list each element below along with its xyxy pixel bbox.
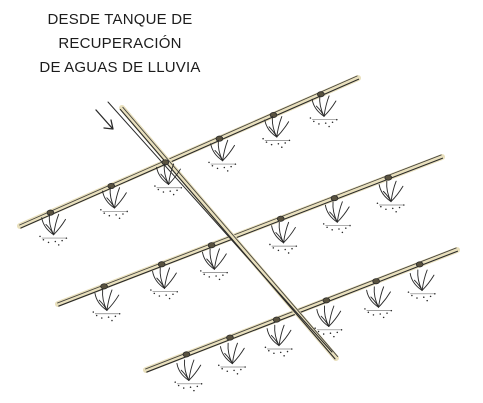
plant-sprout-icon bbox=[309, 95, 338, 128]
plant-sprout-icon bbox=[407, 269, 436, 302]
plant-sprout-icon bbox=[269, 221, 298, 254]
title-line-3: DE AGUAS DE LLUVIA bbox=[39, 59, 201, 76]
drip-emitter-icon bbox=[107, 183, 116, 190]
drip-emitter-icon bbox=[182, 351, 191, 358]
diagram-title: DESDE TANQUE DE RECUPERACIÓN DE AGUAS DE… bbox=[0, 8, 240, 80]
drip-emitter-icon bbox=[207, 242, 216, 249]
plant-sprout-icon bbox=[208, 139, 237, 172]
drip-emitter-icon bbox=[269, 112, 278, 119]
plant-sprout-icon bbox=[154, 163, 183, 196]
title-line-1: DESDE TANQUE DE bbox=[47, 11, 193, 28]
drip-emitter-icon bbox=[330, 195, 339, 202]
plant-sprout-icon bbox=[322, 201, 351, 234]
plant-sprout-icon bbox=[314, 305, 343, 338]
drip-emitter-icon bbox=[384, 174, 393, 181]
drip-emitter-icon bbox=[157, 261, 166, 268]
drip-emitter-icon bbox=[215, 135, 224, 142]
plant-sprout-icon bbox=[200, 248, 228, 281]
drip-emitter-icon bbox=[322, 297, 331, 304]
plant-sprout-icon bbox=[100, 187, 128, 220]
drip-emitter-icon bbox=[161, 159, 170, 166]
drip-emitter-icon bbox=[100, 283, 108, 290]
lateral-pipe-1 bbox=[17, 75, 361, 229]
plant-sprout-icon bbox=[364, 286, 393, 319]
title-line-2: RECUPERACIÓN bbox=[58, 35, 182, 52]
plant-sprout-icon bbox=[150, 267, 178, 300]
plant-sprout-icon bbox=[262, 116, 291, 148]
drip-emitter-icon bbox=[226, 334, 234, 341]
drip-emitter-icon bbox=[46, 209, 55, 216]
drip-emitter-icon bbox=[276, 215, 285, 222]
plant-sprout-icon bbox=[174, 359, 203, 392]
plant-sprout-icon bbox=[376, 180, 405, 213]
lateral-pipe-2 bbox=[55, 154, 445, 307]
plant-sprout-icon bbox=[218, 342, 246, 375]
drip-emitter-icon bbox=[317, 91, 325, 98]
drip-emitter-icon bbox=[372, 278, 380, 285]
supply-pipe-a bbox=[119, 105, 339, 361]
plant-sprout-icon bbox=[39, 213, 68, 246]
plant-sprout-icon bbox=[92, 289, 121, 322]
drip-emitter-icon bbox=[415, 261, 424, 268]
plant-sprout-icon bbox=[264, 324, 293, 357]
flow-arrow-icon bbox=[95, 109, 114, 130]
lateral-pipe-3 bbox=[143, 247, 460, 373]
drip-emitter-icon bbox=[272, 316, 281, 323]
supply-pipe-b bbox=[107, 101, 333, 353]
